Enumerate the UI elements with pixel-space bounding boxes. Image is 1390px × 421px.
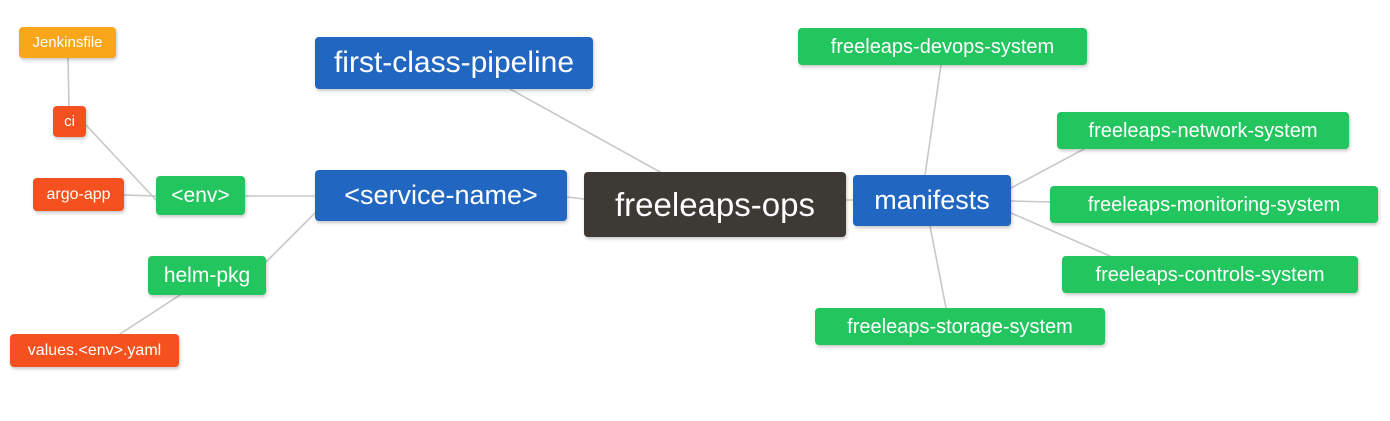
edge-service-name-to-freeleaps-ops (566, 196, 585, 200)
mindmap-node-monitoring-system[interactable]: freeleaps-monitoring-system (1050, 186, 1378, 223)
mindmap-node-devops-system[interactable]: freeleaps-devops-system (798, 28, 1087, 65)
edge-service-name-to-helm-pkg (265, 212, 316, 263)
node-label-values-yaml: values.<env>.yaml (27, 341, 162, 359)
mindmap-node-env[interactable]: <env> (156, 176, 245, 215)
mindmap-node-controls-system[interactable]: freeleaps-controls-system (1062, 256, 1358, 293)
edge-first-class-pipeline-to-freeleaps-ops (509, 88, 661, 173)
mindmap-node-service-name[interactable]: <service-name> (315, 170, 567, 221)
edge-jenkinsfile-to-ci (67, 57, 70, 107)
node-label-first-class-pipeline: first-class-pipeline (333, 46, 575, 79)
mindmap-node-storage-system[interactable]: freeleaps-storage-system (815, 308, 1105, 345)
edge-manifests-to-devops-system (924, 64, 942, 176)
mindmap-node-jenkinsfile[interactable]: Jenkinsfile (19, 27, 116, 58)
node-label-monitoring-system: freeleaps-monitoring-system (1087, 193, 1341, 216)
mindmap-node-values-yaml[interactable]: values.<env>.yaml (10, 334, 179, 367)
node-label-controls-system: freeleaps-controls-system (1095, 263, 1325, 286)
node-label-freeleaps-ops: freeleaps-ops (615, 186, 815, 223)
node-label-ci: ci (64, 113, 75, 130)
mindmap-node-ci[interactable]: ci (53, 106, 86, 137)
edge-manifests-to-monitoring-system (1010, 200, 1051, 203)
mindmap-node-manifests[interactable]: manifests (853, 175, 1011, 226)
edge-manifests-to-network-system (1010, 148, 1085, 189)
mindmap-node-argo-app[interactable]: argo-app (33, 178, 124, 211)
node-label-argo-app: argo-app (46, 185, 111, 203)
node-label-storage-system: freeleaps-storage-system (847, 315, 1073, 338)
node-label-jenkinsfile: Jenkinsfile (32, 34, 103, 51)
edge-argo-app-to-env (123, 194, 157, 197)
mindmap-node-helm-pkg[interactable]: helm-pkg (148, 256, 266, 295)
node-label-network-system: freeleaps-network-system (1088, 119, 1318, 142)
edge-manifests-to-storage-system (929, 225, 947, 309)
edge-helm-pkg-to-values-yaml (119, 294, 181, 335)
mindmap-node-network-system[interactable]: freeleaps-network-system (1057, 112, 1349, 149)
node-label-devops-system: freeleaps-devops-system (830, 35, 1055, 58)
node-label-service-name: <service-name> (344, 180, 538, 210)
node-label-manifests: manifests (874, 185, 990, 215)
mindmap-node-first-class-pipeline[interactable]: first-class-pipeline (315, 37, 593, 89)
node-label-env: <env> (171, 184, 230, 207)
mindmap-node-freeleaps-ops[interactable]: freeleaps-ops (584, 172, 846, 237)
node-label-helm-pkg: helm-pkg (163, 264, 251, 287)
